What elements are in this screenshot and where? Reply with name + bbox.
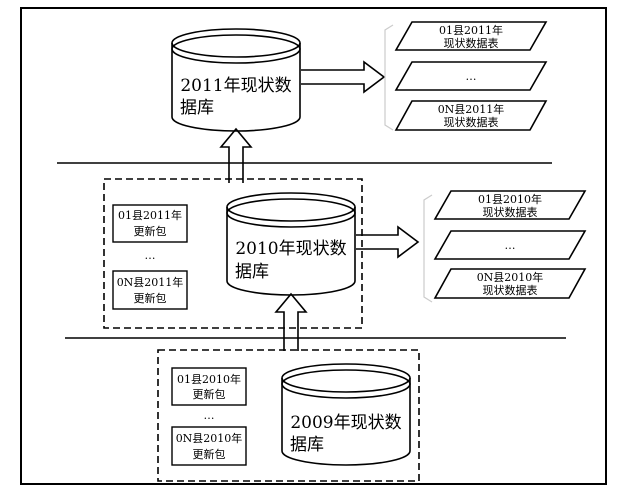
update-package-2011-last [112,270,188,310]
update-package-2011-last-line1: 0N县2011年 [117,275,184,289]
update-package-2011-first [112,204,188,243]
table-2011-first-line2: 现状数据表 [444,36,499,50]
tables-2011-brace [384,24,394,131]
update-package-2011-first-line1: 01县2011年 [118,208,182,222]
section-2010-dashed-box [103,178,363,329]
table-2010-ellipsis [433,230,587,260]
database-2010-label-line1: 2010年现状数 [235,239,346,259]
database-2011-label-line1: 2011年现状数 [180,76,291,96]
update-package-2011-last-line2: 更新包 [134,291,167,305]
update-package-2010-last-line2: 更新包 [193,447,226,461]
update-package-2010-first-line2: 更新包 [193,387,226,401]
tables-2010-group: 01县2010年 现状数据表 … 0N县2010年 现状数据表 [423,190,587,303]
update-package-2010-first [171,367,247,406]
database-2010-label-line2: 据库 [235,262,269,282]
table-2011-ellipsis-text: … [466,70,477,83]
cylinder-2011-top [171,28,301,58]
database-2011: 2011年现状数 据库 [171,28,301,132]
update-package-2010-last-line1: 0N县2010年 [176,431,243,445]
arrow-2011-to-tables [301,60,386,94]
update-package-2010-ellipsis: … [204,409,215,422]
database-2009: 2009年现状数 据库 [281,363,411,466]
database-2011-label-line2: 据库 [180,98,214,118]
table-2010-last-line2: 现状数据表 [483,283,538,297]
update-package-2010-first-line1: 01县2010年 [177,372,241,386]
table-2011-last [394,100,548,131]
cylinder-2010-ring [226,198,356,228]
table-2011-first [394,21,548,51]
update-package-2011-ellipsis: … [145,249,156,262]
table-2010-last-line1: 0N县2010年 [477,270,544,284]
cylinder-2009-body [281,378,411,466]
database-2009-label-line1: 2009年现状数 [290,413,401,433]
tables-2010-brace [423,194,433,303]
table-2011-first-line1: 01县2011年 [439,23,503,37]
cylinder-2011-body [171,43,301,132]
table-2010-last [433,268,587,299]
section-2009-dashed-box [157,349,420,482]
table-2010-ellipsis-text: … [505,239,516,252]
outer-frame [20,7,607,485]
table-2010-first [433,190,587,220]
update-package-2011-first-line2: 更新包 [134,224,167,238]
arrow-2010-to-tables [356,225,420,259]
table-2010-first-line1: 01县2010年 [478,192,542,206]
arrow-2009-to-2010 [274,292,308,351]
database-2010: 2010年现状数 据库 [226,192,356,296]
cylinder-2010-top [226,192,356,222]
table-2011-last-line2: 现状数据表 [444,115,499,129]
update-package-2010-last [171,426,247,466]
cylinder-2011-ring [171,34,301,64]
database-2009-label-line2: 据库 [290,435,324,455]
table-2011-ellipsis [394,61,548,91]
tables-2011-group: 01县2011年 现状数据表 … 0N县2011年 现状数据表 [384,21,548,131]
cylinder-2009-ring [281,369,411,399]
cylinder-2009-top [281,363,411,393]
table-2011-last-line1: 0N县2011年 [438,102,505,116]
arrow-2010-to-2011 [219,127,253,183]
table-2010-first-line2: 现状数据表 [483,205,538,219]
